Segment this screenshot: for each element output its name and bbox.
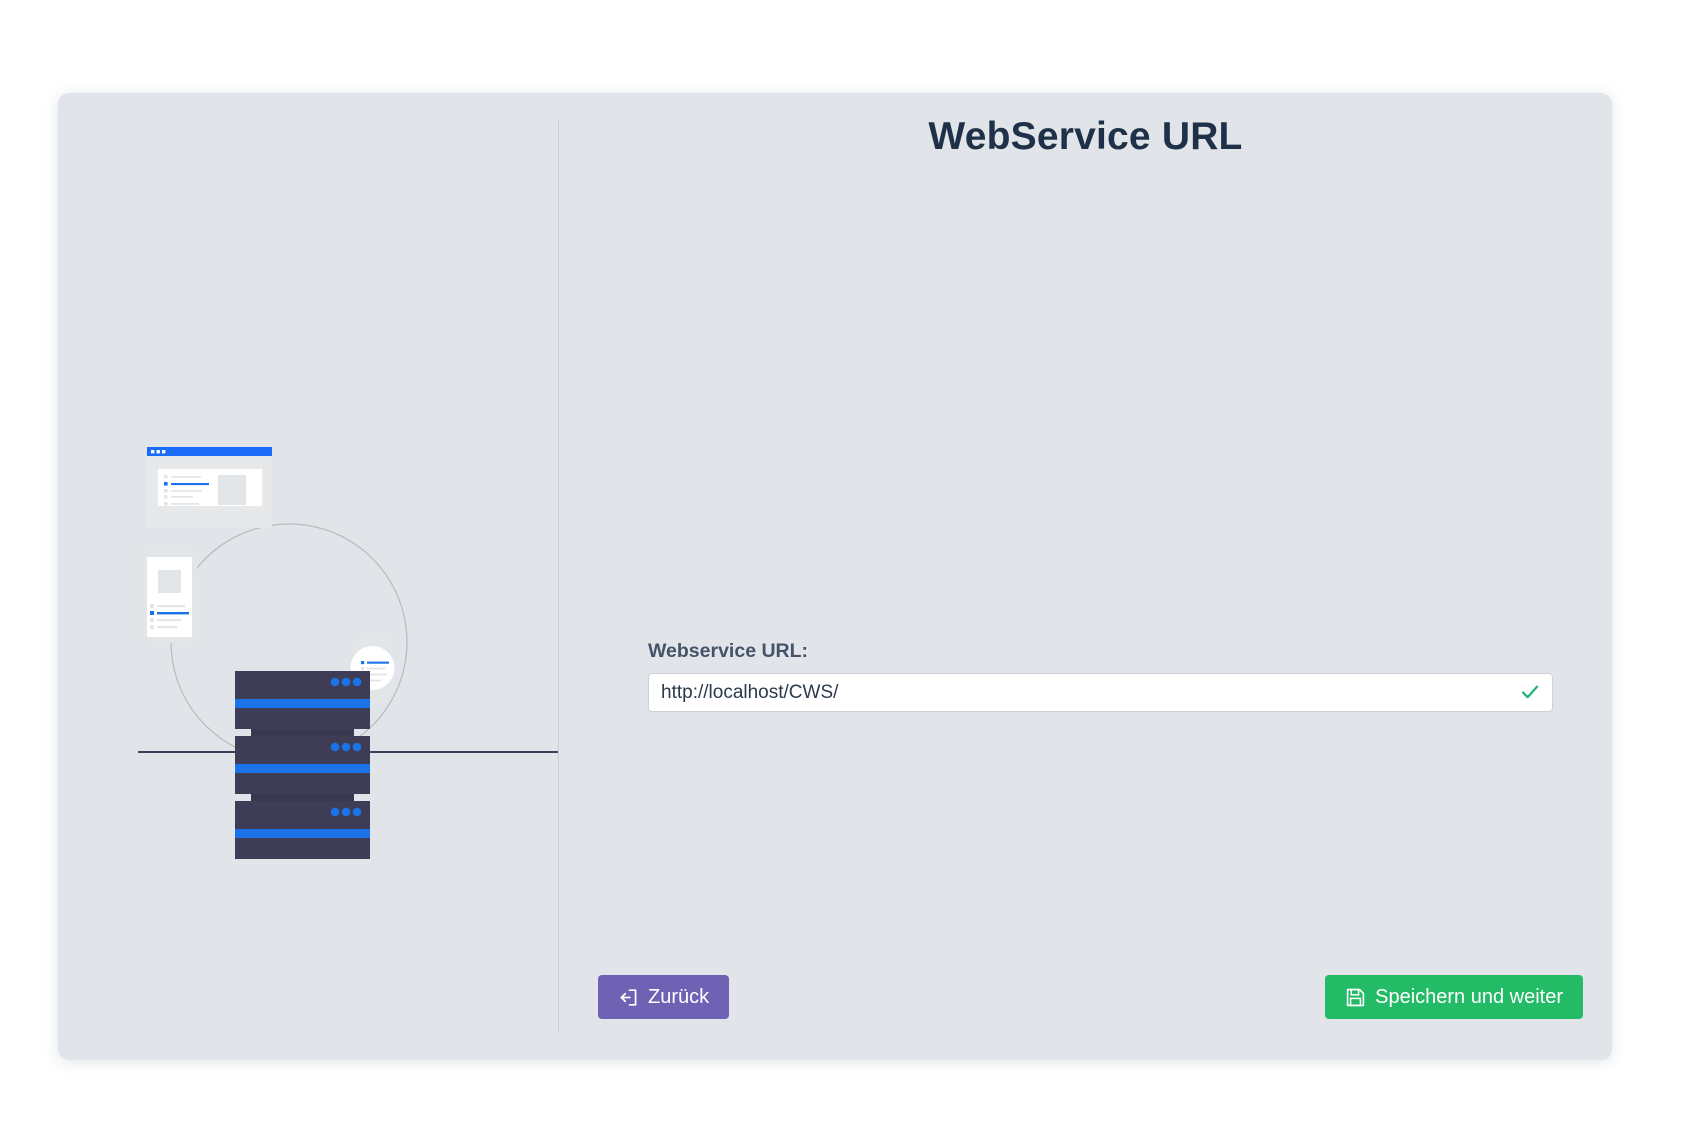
browser-window-illustration [147, 447, 272, 528]
save-and-continue-button[interactable]: Speichern und weiter [1325, 975, 1583, 1019]
smartphone-illustration [142, 545, 197, 643]
webservice-url-input[interactable] [648, 673, 1553, 712]
setup-wizard-card: WebService URL Webservice URL: [58, 93, 1612, 1060]
floppy-save-icon [1345, 987, 1366, 1008]
illustration-svg [138, 447, 558, 859]
back-button-label: Zurück [648, 986, 710, 1008]
webservice-url-label: Webservice URL: [648, 640, 809, 662]
form-panel: WebService URL Webservice URL: [559, 93, 1612, 1060]
webservice-url-input-wrap [648, 673, 1553, 712]
server-rack-illustration [235, 671, 370, 859]
webservice-url-field-group: Webservice URL: [648, 640, 1553, 712]
panel-divider [558, 120, 559, 1032]
back-button[interactable]: Zurück [598, 975, 730, 1019]
save-button-label: Speichern und weiter [1375, 986, 1563, 1008]
sign-in-arrow-icon [618, 987, 639, 1008]
webservice-network-illustration [58, 93, 558, 1060]
page-title: WebService URL [928, 115, 1243, 158]
